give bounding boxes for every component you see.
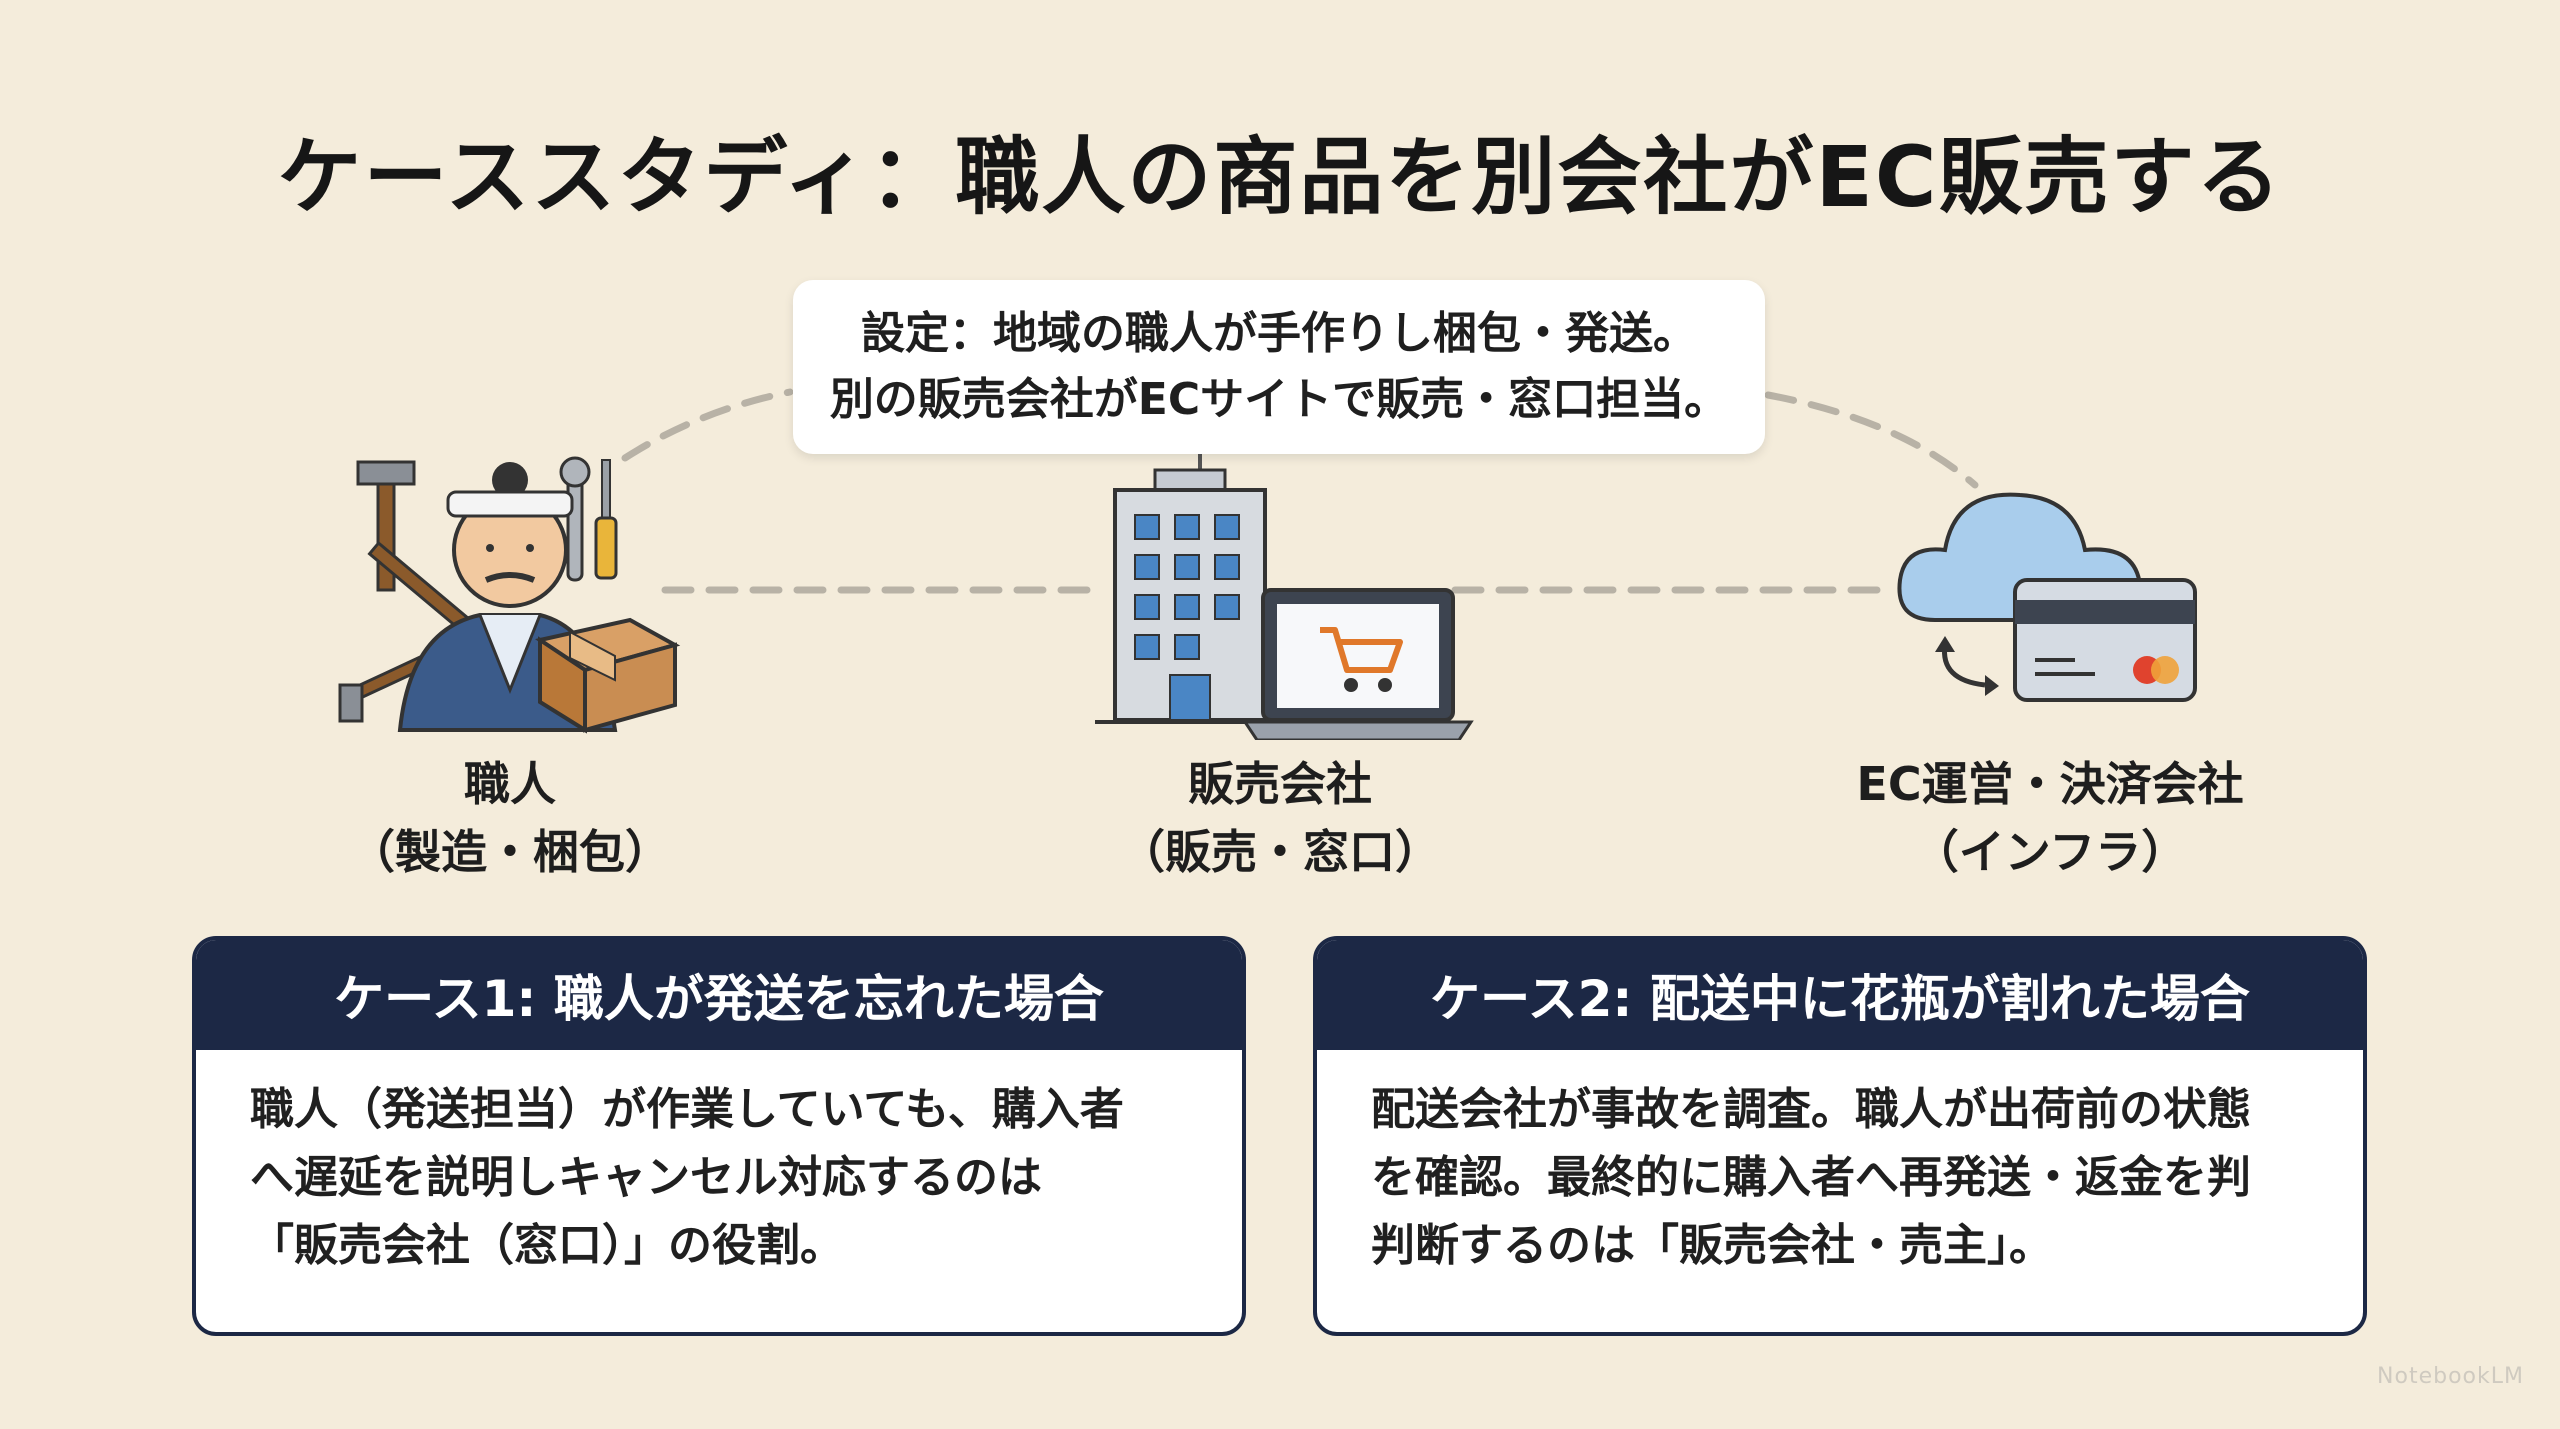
connector-setting-to-ec bbox=[1764, 391, 1979, 489]
case-card-1: ケース1: 職人が発送を忘れた場合 職人（発送担当）が作業していても、購入者 へ… bbox=[192, 936, 1246, 1336]
watermark: NotebookLM bbox=[2377, 1364, 2524, 1389]
craftsman-icon bbox=[338, 456, 681, 734]
actor-name: 職人 bbox=[464, 757, 556, 811]
page-title: ケーススタディ：職人の商品を別会社がEC販売する bbox=[277, 128, 2283, 226]
case-title: ケース1: 職人が発送を忘れた場合 bbox=[196, 940, 1242, 1050]
actor-name: EC運営・決済会社 bbox=[1856, 757, 2244, 811]
case-card-2: ケース2: 配送中に花瓶が割れた場合 配送会社が事故を調査。職人が出荷前の状態 … bbox=[1313, 936, 2367, 1336]
case-description: 配送会社が事故を調査。職人が出荷前の状態 を確認。最終的に購入者へ再発送・返金を… bbox=[1317, 1050, 2363, 1280]
case-line: を確認。最終的に購入者へ再発送・返金を判 bbox=[1371, 1152, 2251, 1203]
actor-craftsman-label: 職人 （製造・梱包） bbox=[330, 750, 690, 886]
actor-sales-company-label: 販売会社 （販売・窓口） bbox=[1080, 750, 1480, 886]
actor-role: （インフラ） bbox=[1912, 825, 2188, 879]
case-line: 職人（発送担当）が作業していても、購入者 bbox=[250, 1084, 1124, 1135]
setting-callout: 設定：地域の職人が手作りし梱包・発送。 別の販売会社がECサイトで販売・窓口担当… bbox=[793, 280, 1765, 454]
case-line: 配送会社が事故を調査。職人が出荷前の状態 bbox=[1371, 1084, 2251, 1135]
case-line: へ遅延を説明しキャンセル対応するのは bbox=[250, 1152, 1042, 1203]
cloud-payment-icon bbox=[1897, 492, 2197, 702]
office-building-icon bbox=[1095, 468, 1474, 740]
actor-role: （製造・梱包） bbox=[349, 825, 671, 879]
case-line: 判断するのは「販売会社・売主」。 bbox=[1371, 1220, 2053, 1271]
actor-role: （販売・窓口） bbox=[1119, 825, 1441, 879]
actor-name: 販売会社 bbox=[1188, 757, 1372, 811]
case-line: 「販売会社（窓口）」の役割。 bbox=[250, 1220, 844, 1271]
connector-craftsman-to-setting bbox=[621, 388, 794, 462]
setting-line-1: 設定：地域の職人が手作りし梱包・発送。 bbox=[861, 308, 1697, 359]
setting-line-2: 別の販売会社がECサイトで販売・窓口担当。 bbox=[829, 374, 1729, 425]
case-title: ケース2: 配送中に花瓶が割れた場合 bbox=[1317, 940, 2363, 1050]
actor-ec-payment-label: EC運営・決済会社 （インフラ） bbox=[1800, 750, 2300, 886]
case-description: 職人（発送担当）が作業していても、購入者 へ遅延を説明しキャンセル対応するのは … bbox=[196, 1050, 1242, 1280]
